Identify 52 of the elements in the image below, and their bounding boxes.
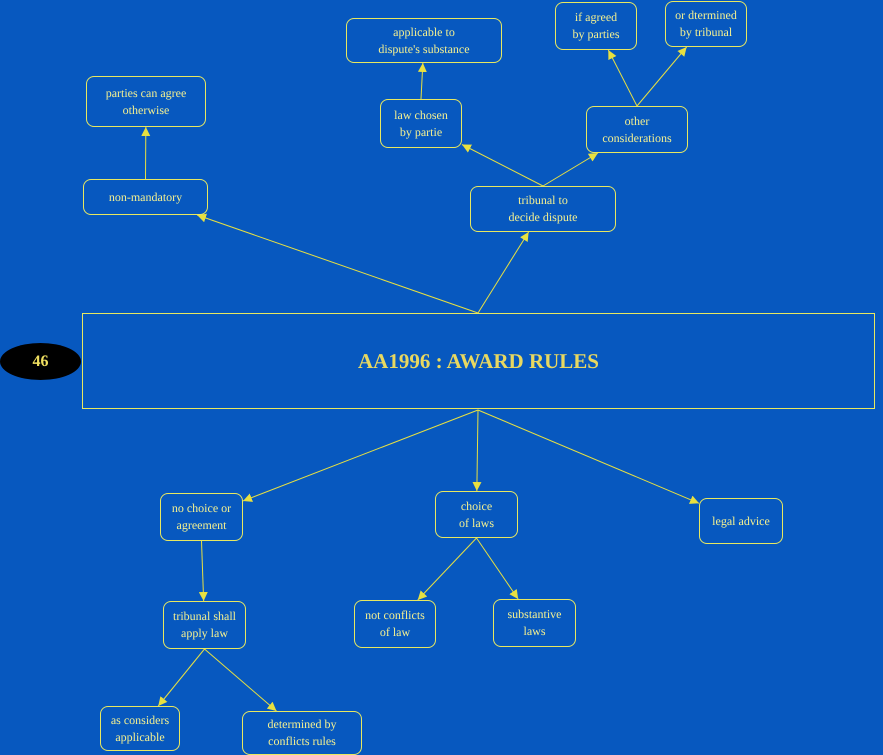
node-label: applicable to dispute's substance — [377, 24, 471, 58]
arrow — [476, 538, 519, 600]
arrow — [204, 648, 277, 712]
node-label: law chosen by partie — [393, 106, 449, 140]
concept-box — [699, 498, 783, 544]
node-label: substantive laws — [506, 606, 562, 640]
concept-box — [242, 711, 362, 755]
concept-box — [86, 76, 206, 127]
number-label: 46 — [32, 353, 50, 370]
concept-box — [435, 491, 518, 538]
arrow — [462, 144, 544, 186]
arrow — [417, 538, 477, 600]
concept-box — [555, 2, 637, 50]
concept-box — [83, 179, 208, 215]
node-label: choice of laws — [458, 498, 495, 532]
node-label: tribunal shall apply law — [172, 608, 237, 642]
node-label: legal advice — [711, 512, 771, 530]
concept-box — [100, 706, 180, 751]
node-label: as considers applicable — [110, 712, 170, 746]
arrow — [478, 410, 700, 504]
concept-box — [160, 493, 243, 541]
arrow — [636, 46, 688, 106]
node-label: or dtermined by tribunal — [674, 7, 738, 41]
node-label: if agreed by parties — [572, 9, 620, 43]
concept-box — [346, 18, 502, 63]
node-label: no choice or agreement — [170, 500, 232, 534]
number-oval — [0, 343, 81, 380]
arrow — [478, 232, 530, 314]
concept-box — [380, 99, 462, 148]
node-label: tribunal to decide dispute — [508, 192, 578, 226]
concept-box — [665, 1, 747, 47]
node-label: other considerations — [601, 112, 673, 146]
arrow — [608, 50, 638, 106]
arrow — [242, 410, 478, 502]
node-label: parties can agree otherwise — [104, 84, 188, 118]
arrow — [158, 648, 205, 706]
concept-box — [163, 601, 246, 649]
concept-box — [493, 599, 576, 647]
arrow — [418, 62, 427, 100]
arrow — [198, 540, 208, 602]
arrow — [141, 126, 150, 180]
concept-box — [586, 106, 688, 153]
node-label: non-mandatory — [108, 188, 184, 206]
concept-box — [354, 600, 436, 648]
node-label: determined by conflicts rules — [266, 716, 338, 750]
arrow — [472, 410, 482, 492]
concept-box — [470, 186, 616, 232]
arrow — [542, 152, 598, 186]
arrow — [196, 214, 478, 314]
node-label: not conflicts of law — [364, 607, 426, 641]
title-box — [82, 313, 875, 409]
heading-label: AA1996 : AWARD RULES — [358, 352, 599, 370]
